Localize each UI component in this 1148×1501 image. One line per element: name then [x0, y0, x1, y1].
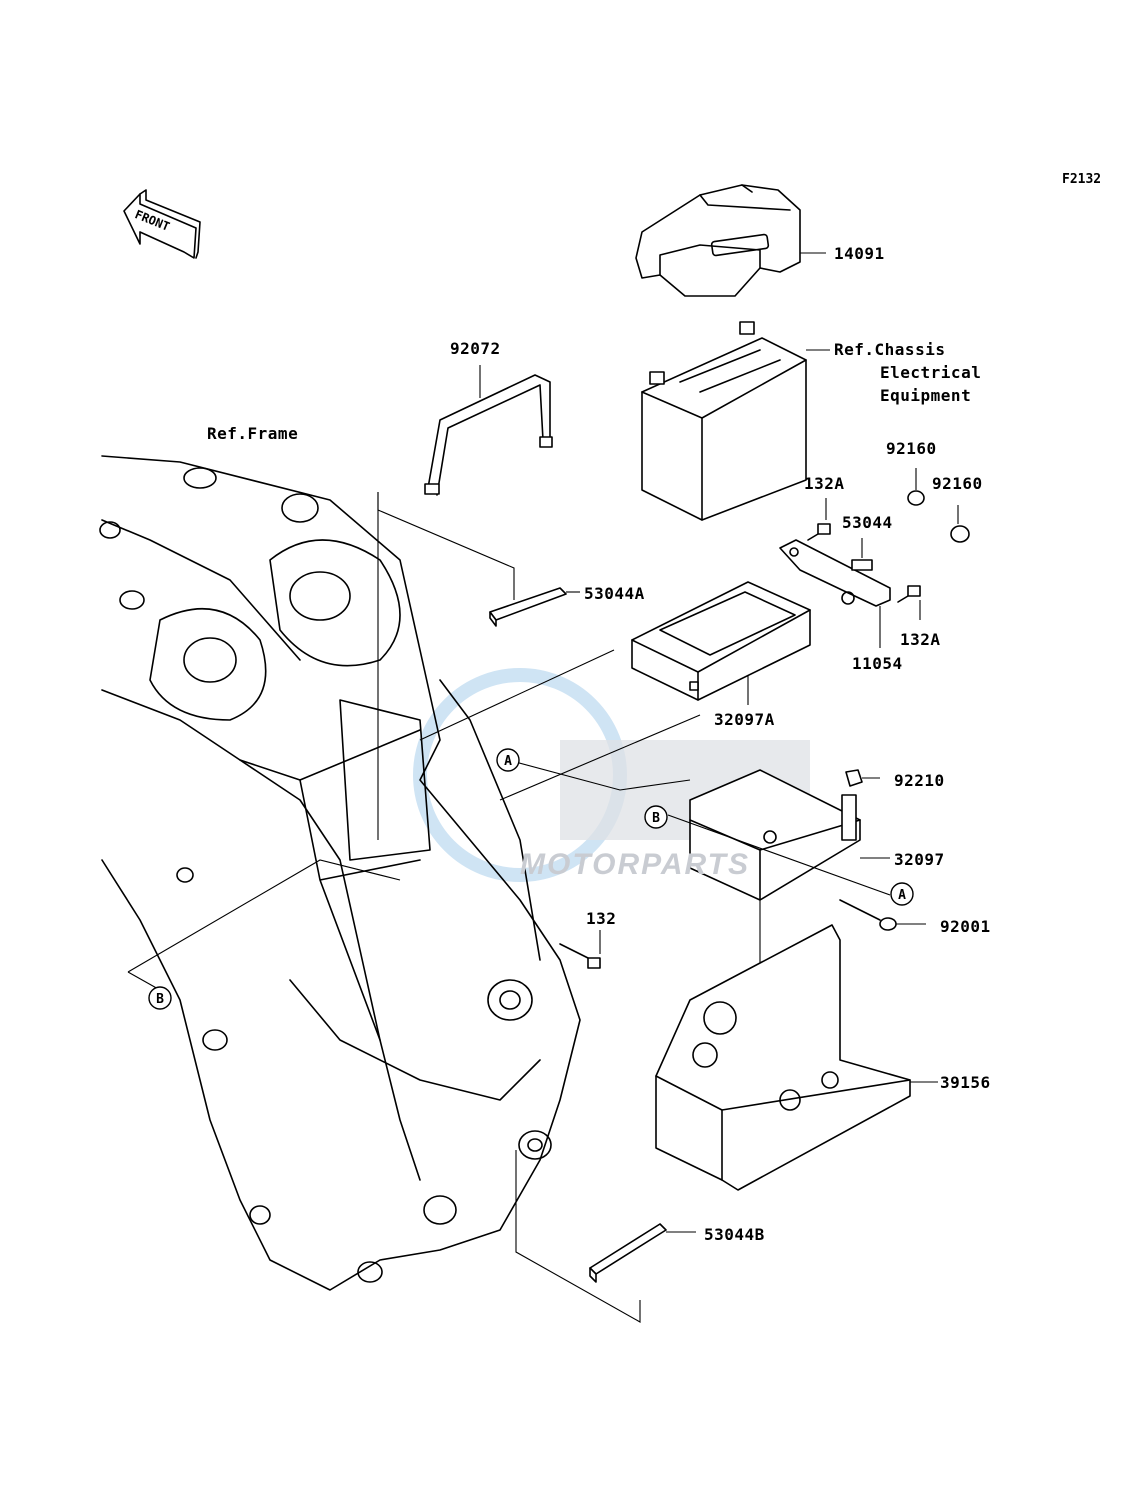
battery [641, 321, 807, 521]
tray-39156 [655, 924, 911, 1191]
label-ref-frame: Ref.Frame [207, 424, 299, 443]
label-92160-a: 92160 [886, 439, 937, 458]
front-arrow [123, 189, 201, 259]
clip-92210 [845, 769, 863, 787]
bolt-132A-right [897, 585, 921, 603]
label-132: 132 [586, 909, 617, 928]
motorcycle-frame [99, 455, 581, 1291]
label-132A-top: 132A [804, 474, 845, 493]
bracket-11054 [779, 539, 891, 607]
bolt-132A-top [807, 523, 831, 541]
grommet-92160-a [907, 490, 925, 506]
ref-chassis-line3: Equipment [880, 386, 972, 405]
battery-case-32097A [631, 581, 811, 701]
battery-cover-14091 [635, 184, 801, 297]
label-39156: 39156 [940, 1073, 991, 1092]
label-92072: 92072 [450, 339, 501, 358]
damper-53044B [589, 1223, 667, 1283]
ref-chassis-electrical-equipment: Ref.Chassis Electrical Equipment [834, 338, 981, 407]
damper-53044 [851, 559, 873, 571]
label-92160-b: 92160 [932, 474, 983, 493]
label-92210: 92210 [894, 771, 945, 790]
bolt-132 [559, 943, 601, 969]
label-32097A: 32097A [714, 710, 775, 729]
battery-strap-92072 [424, 374, 553, 496]
label-53044: 53044 [842, 513, 893, 532]
ref-chassis-line2: Electrical [880, 363, 982, 382]
battery-tray-32097 [689, 769, 861, 901]
label-53044B: 53044B [704, 1225, 765, 1244]
ref-chassis-line1: Ref.Chassis [834, 340, 946, 359]
label-11054: 11054 [852, 654, 903, 673]
label-132A-right: 132A [900, 630, 941, 649]
bolt-92001 [839, 899, 897, 931]
label-92001: 92001 [940, 917, 991, 936]
watermark-text: MOTORPARTS [520, 848, 751, 881]
figure-code: F2132 [1062, 172, 1102, 187]
damper-53044A [489, 587, 567, 627]
label-14091: 14091 [834, 244, 885, 263]
label-53044A: 53044A [584, 584, 645, 603]
label-32097: 32097 [894, 850, 945, 869]
grommet-92160-b [950, 525, 970, 543]
